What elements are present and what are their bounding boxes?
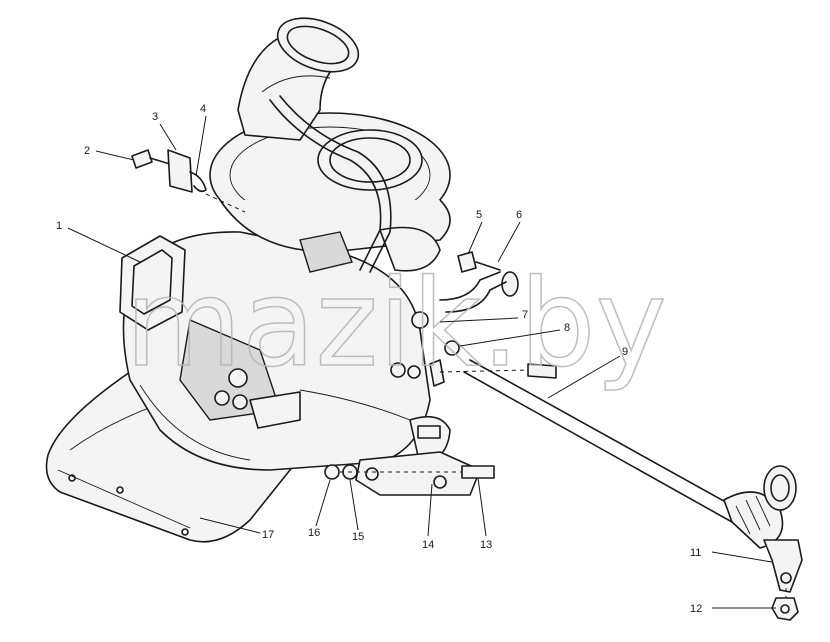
callout-5: 5: [476, 209, 482, 221]
callout-9: 9: [622, 346, 628, 358]
oil-return-fittings: [439, 251, 519, 313]
callout-6: 6: [516, 209, 522, 221]
watermark: mazik.by: [125, 255, 667, 394]
turbine-inlet-flange: [119, 235, 186, 331]
compressor-outlet-elbow: [237, 17, 360, 141]
callout-1: 1: [56, 220, 62, 232]
callout-7: 7: [522, 309, 528, 321]
callout-2: 2: [84, 145, 90, 157]
callout-11: 11: [690, 547, 701, 559]
callout-13: 13: [480, 539, 492, 551]
leader-lines: [67, 115, 776, 609]
bolt-washer-clamp-set: [131, 149, 246, 213]
callout-3: 3: [152, 111, 158, 123]
pipe-bracket: [763, 539, 803, 621]
callout-8: 8: [564, 322, 570, 334]
callout-16: 16: [308, 527, 320, 539]
callout-14: 14: [422, 539, 434, 551]
oil-feed-tube: [269, 95, 392, 273]
callout-4: 4: [200, 103, 206, 115]
callout-17: 17: [262, 529, 274, 541]
mounting-nuts: [390, 311, 557, 387]
callout-12: 12: [690, 603, 702, 615]
callout-15: 15: [352, 531, 364, 543]
lower-bracket-set: [324, 425, 495, 496]
oil-drain-pipe: [463, 359, 797, 549]
